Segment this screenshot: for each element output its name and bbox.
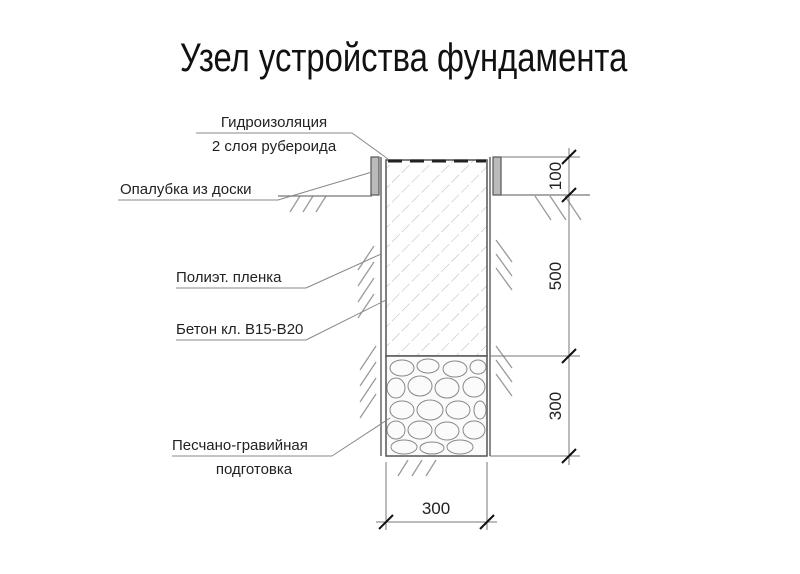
dim-300-width: 300 <box>422 499 450 518</box>
dim-300-vertical: 300 <box>546 392 565 420</box>
vertical-dimension <box>490 148 580 465</box>
formwork-left <box>370 156 380 196</box>
label-poly-film: Полиэт. пленка <box>176 269 282 286</box>
diagram-title: Узел устройства фундамента <box>179 36 628 80</box>
formwork-right <box>492 156 502 196</box>
label-concrete: Бетон кл. В15-В20 <box>176 321 303 338</box>
ground-hatch-left <box>289 195 377 419</box>
label-gravel-2: подготовка <box>216 461 293 478</box>
label-formwork: Опалубка из доски <box>120 181 252 198</box>
label-gravel-1: Песчано-гравийная <box>172 437 308 454</box>
leader-lines <box>118 132 391 457</box>
ground-hatch-right <box>397 195 582 477</box>
concrete-body <box>385 159 488 357</box>
dim-500: 500 <box>546 262 565 290</box>
horizontal-dimension <box>376 462 497 530</box>
label-waterproofing-2: 2 слоя рубероида <box>212 138 337 155</box>
gravel-bed <box>385 355 488 457</box>
label-waterproofing-1: Гидроизоляция <box>221 114 327 131</box>
dim-100: 100 <box>546 162 565 190</box>
